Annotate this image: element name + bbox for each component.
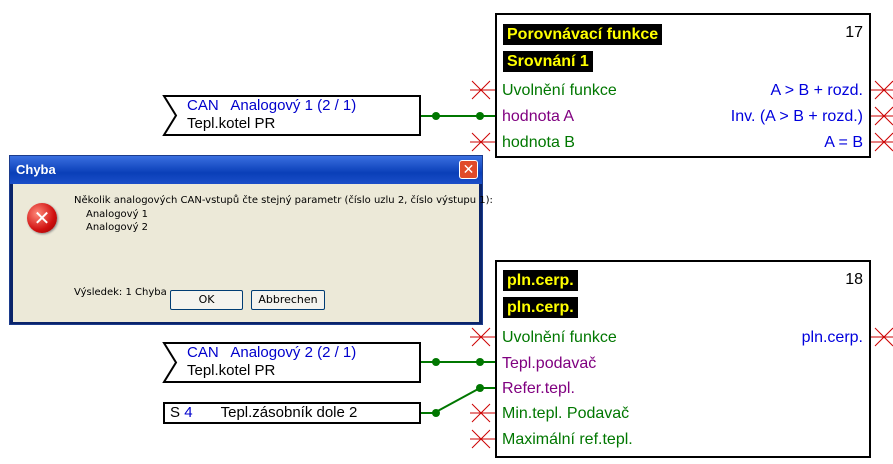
block-number: 18 bbox=[845, 271, 863, 288]
unconnected-output-marker[interactable] bbox=[869, 132, 893, 152]
dialog-title-bar[interactable]: Chyba bbox=[10, 156, 482, 184]
input-enable[interactable]: Uvolnění funkce bbox=[502, 329, 617, 346]
block-subtitle: pln.cerp. bbox=[503, 297, 578, 318]
input-min-feeder-temp[interactable]: Min.tepl. Podavač bbox=[502, 405, 630, 422]
dialog-title: Chyba bbox=[16, 162, 56, 177]
block-title: Porovnávací funkce bbox=[503, 24, 663, 45]
source-label: Tepl.zásobník dole 2 bbox=[220, 404, 358, 421]
output-a-eq-b[interactable]: A = B bbox=[824, 134, 863, 151]
source-sensor-4[interactable]: S 4 Tepl.zásobník dole 2 bbox=[170, 404, 357, 422]
dialog-item: Analogový 2 bbox=[86, 222, 149, 233]
input-max-reference-temp[interactable]: Maximální ref.tepl. bbox=[502, 431, 633, 448]
sensor-number: 4 bbox=[184, 404, 193, 421]
close-icon[interactable]: ✕ bbox=[459, 160, 478, 179]
source-tag-shape[interactable] bbox=[162, 342, 421, 383]
input-value-a[interactable]: hodnota A bbox=[502, 108, 575, 125]
source-bus: CAN bbox=[187, 97, 219, 114]
source-tag-shape[interactable] bbox=[162, 95, 421, 136]
unconnected-input-marker[interactable] bbox=[470, 429, 496, 449]
source-can-analog-2[interactable]: CAN Analogový 2 (2 / 1) Tepl.kotel PR bbox=[187, 344, 356, 380]
wire-node bbox=[432, 112, 440, 120]
wire-node bbox=[432, 409, 440, 417]
output-inv-a-gt-b[interactable]: Inv. (A > B + rozd.) bbox=[730, 108, 863, 125]
ok-button[interactable]: OK bbox=[170, 290, 243, 310]
source-bus: CAN bbox=[187, 344, 219, 361]
wire-node bbox=[432, 358, 440, 366]
source-label: Tepl.kotel PR bbox=[187, 115, 276, 132]
input-reference-temp[interactable]: Refer.tepl. bbox=[502, 380, 575, 397]
source-can-analog-1[interactable]: CAN Analogový 1 (2 / 1) Tepl.kotel PR bbox=[187, 97, 356, 133]
input-feeder-temp[interactable]: Tepl.podavač bbox=[502, 355, 597, 372]
output-pump[interactable]: pln.cerp. bbox=[801, 329, 863, 346]
block-title: pln.cerp. bbox=[503, 270, 578, 291]
unconnected-input-marker[interactable] bbox=[470, 80, 496, 100]
dialog-message: Několik analogových CAN-vstupů čte stejn… bbox=[74, 195, 493, 206]
error-dialog[interactable]: Chyba ✕ ✕ Několik analogových CAN-vstupů… bbox=[9, 155, 493, 325]
dialog-item: Analogový 1 bbox=[86, 209, 149, 220]
function-block-18[interactable]: pln.cerp. 18 pln.cerp. Uvolnění funkce T… bbox=[495, 260, 871, 458]
dialog-result: Výsledek: 1 Chyba bbox=[74, 287, 167, 298]
block-number: 17 bbox=[845, 24, 863, 41]
source-channel: Analogový 1 (2 / 1) bbox=[230, 97, 357, 114]
source-label: Tepl.kotel PR bbox=[187, 362, 276, 379]
source-channel: Analogový 2 (2 / 1) bbox=[230, 344, 357, 361]
input-enable[interactable]: Uvolnění funkce bbox=[502, 82, 617, 99]
function-block-17[interactable]: Porovnávací funkce 17 Srovnání 1 Uvolněn… bbox=[495, 13, 871, 158]
unconnected-output-marker[interactable] bbox=[869, 106, 893, 126]
dialog-body: ✕ Několik analogových CAN-vstupů čte ste… bbox=[13, 184, 493, 322]
output-a-gt-b[interactable]: A > B + rozd. bbox=[770, 82, 864, 99]
unconnected-input-marker[interactable] bbox=[470, 403, 496, 423]
unconnected-output-marker[interactable] bbox=[869, 80, 893, 100]
source-sensor-shape[interactable] bbox=[163, 402, 421, 424]
error-icon: ✕ bbox=[27, 203, 57, 233]
sensor-prefix: S bbox=[170, 404, 181, 421]
block-subtitle: Srovnání 1 bbox=[503, 51, 593, 72]
unconnected-output-marker[interactable] bbox=[869, 327, 893, 347]
unconnected-input-marker[interactable] bbox=[470, 327, 496, 347]
input-value-b[interactable]: hodnota B bbox=[502, 134, 575, 151]
cancel-button[interactable]: Abbrechen bbox=[251, 290, 325, 310]
unconnected-input-marker[interactable] bbox=[470, 132, 496, 152]
